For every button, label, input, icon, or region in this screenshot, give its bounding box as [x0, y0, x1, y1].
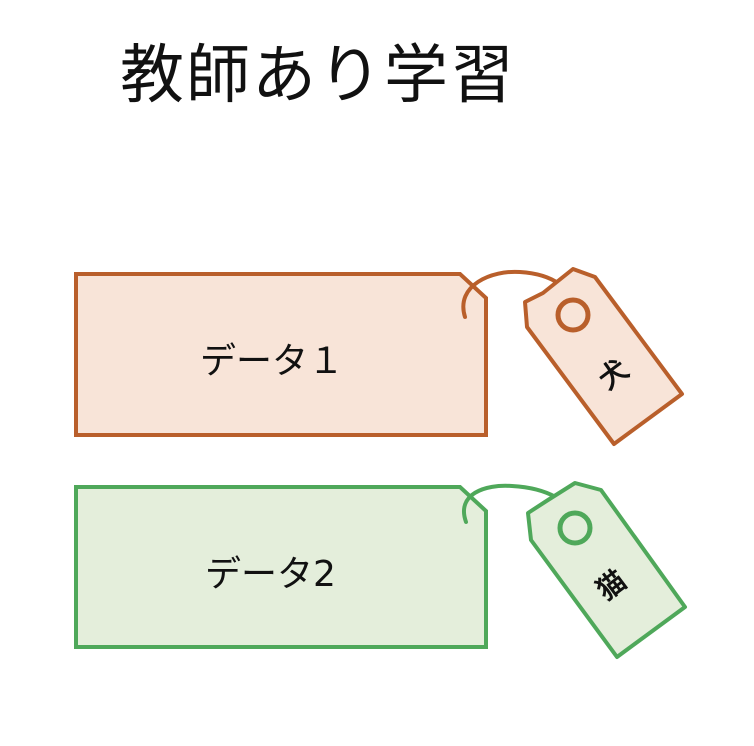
tag-hole-2 [557, 510, 593, 546]
data-card-label-2: データ2 [205, 554, 336, 595]
data-item-2: データ2 猫 [74, 481, 687, 659]
data-item-1: データ１ 犬 [74, 267, 684, 446]
data-card-label-1: データ１ [200, 341, 344, 382]
data-card-1 [74, 272, 488, 437]
data-card-2 [74, 485, 488, 649]
label-tag-2 [526, 481, 687, 659]
tag-hole-1 [555, 297, 591, 333]
label-tag-1 [523, 267, 684, 446]
diagram-title: 教師あり学習 [120, 39, 516, 113]
